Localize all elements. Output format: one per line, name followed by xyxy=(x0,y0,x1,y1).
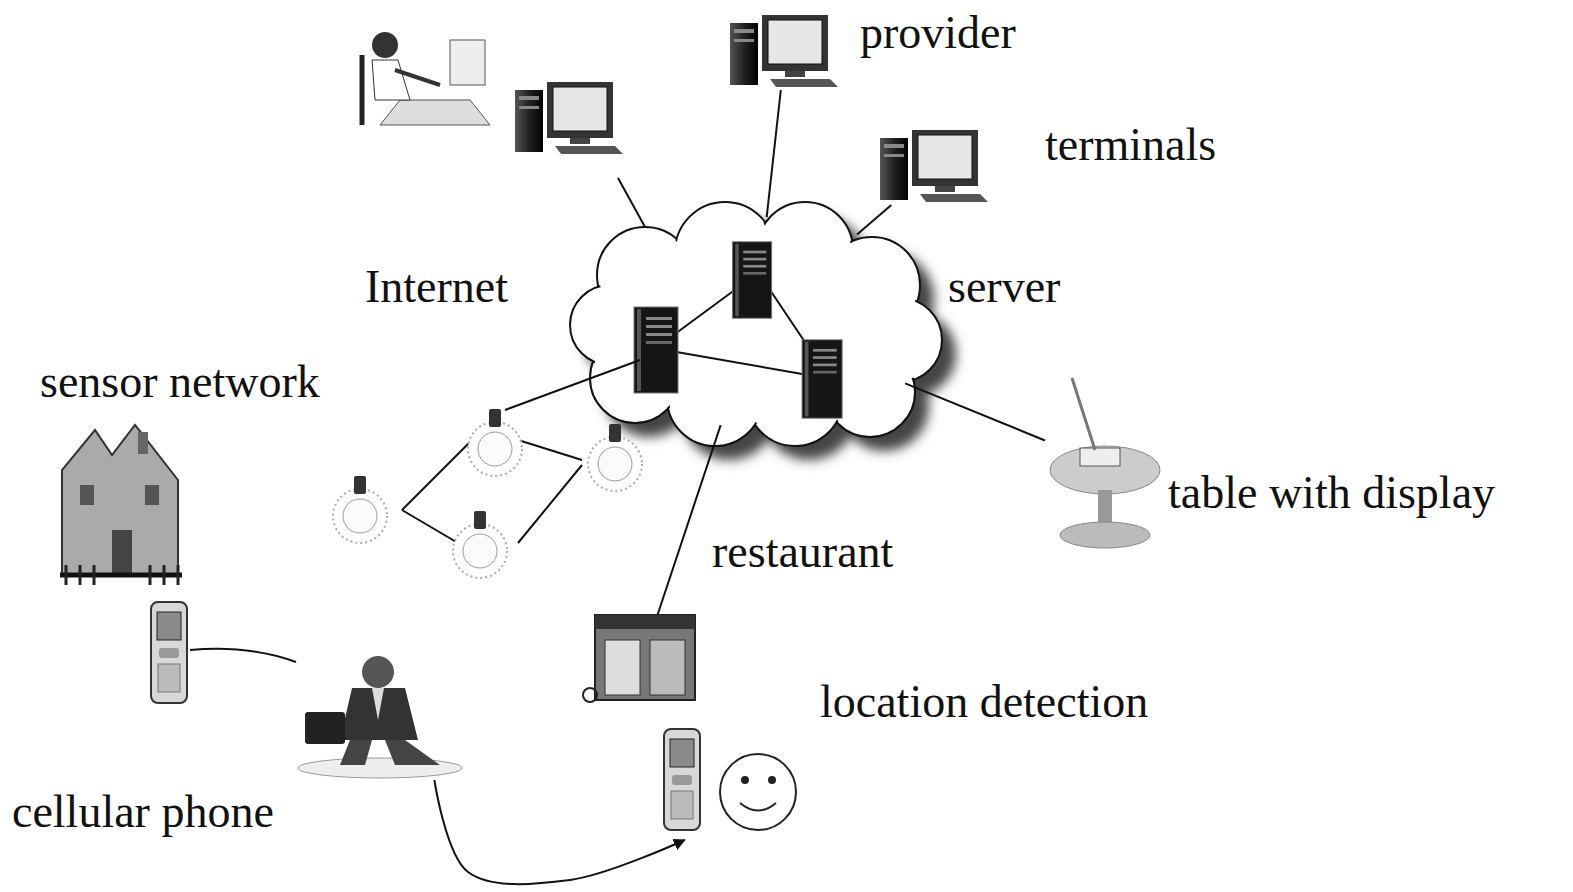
sensor-bulb xyxy=(333,476,387,543)
user-computer xyxy=(515,82,623,154)
phone-icon xyxy=(151,602,187,703)
server-icon xyxy=(634,307,678,393)
desk xyxy=(380,100,490,125)
person-icon xyxy=(298,656,462,778)
sensor-bulb xyxy=(453,511,507,578)
node-label: provider xyxy=(860,8,1016,59)
network-link xyxy=(905,383,1045,440)
location-node: location detection xyxy=(660,720,805,840)
server-icon xyxy=(802,340,842,418)
network-link xyxy=(657,425,720,615)
house-icon xyxy=(60,425,182,585)
node-label: cellular phone xyxy=(12,787,274,838)
desk-monitor xyxy=(450,40,485,85)
restaurant-node: restaurant xyxy=(585,615,700,705)
node-label: terminals xyxy=(1045,120,1216,171)
terminal-node: terminals xyxy=(880,130,990,205)
cloud-outline xyxy=(570,202,942,446)
provider-node: provider xyxy=(730,15,840,90)
node-label: location detection xyxy=(820,677,1148,728)
smiley xyxy=(720,754,796,830)
user-at-desk xyxy=(362,32,490,125)
provider-computer xyxy=(730,15,838,87)
sensor-bulb xyxy=(468,409,522,476)
node-label: table with display xyxy=(1168,468,1495,519)
display-table-node: table with display xyxy=(1045,380,1165,550)
phone-icon xyxy=(664,729,700,830)
restaurant-icon xyxy=(583,615,695,702)
cloud-label: Internet xyxy=(365,262,508,313)
movement-arrow xyxy=(434,780,684,884)
server-icon xyxy=(733,242,772,318)
cloud-shadow xyxy=(584,216,956,460)
display-table-icon xyxy=(1050,378,1160,548)
network-link xyxy=(767,90,781,217)
cloud-label: server xyxy=(948,262,1060,313)
network-link xyxy=(857,205,891,234)
sensor-network-node: sensor network xyxy=(60,425,185,590)
user-head xyxy=(372,32,398,58)
internet-cloud: Internetserver xyxy=(570,217,940,427)
user-arm xyxy=(395,70,440,85)
cloud-fill xyxy=(572,204,940,444)
chair xyxy=(360,55,365,125)
cellular-phone-node: cellular phone xyxy=(300,655,460,780)
terminal-computer xyxy=(880,130,988,202)
node-label: sensor network xyxy=(40,357,320,408)
sensor-bulb xyxy=(588,424,642,491)
phone-link xyxy=(190,649,296,662)
node-label: restaurant xyxy=(712,527,893,578)
user-body xyxy=(372,60,410,100)
